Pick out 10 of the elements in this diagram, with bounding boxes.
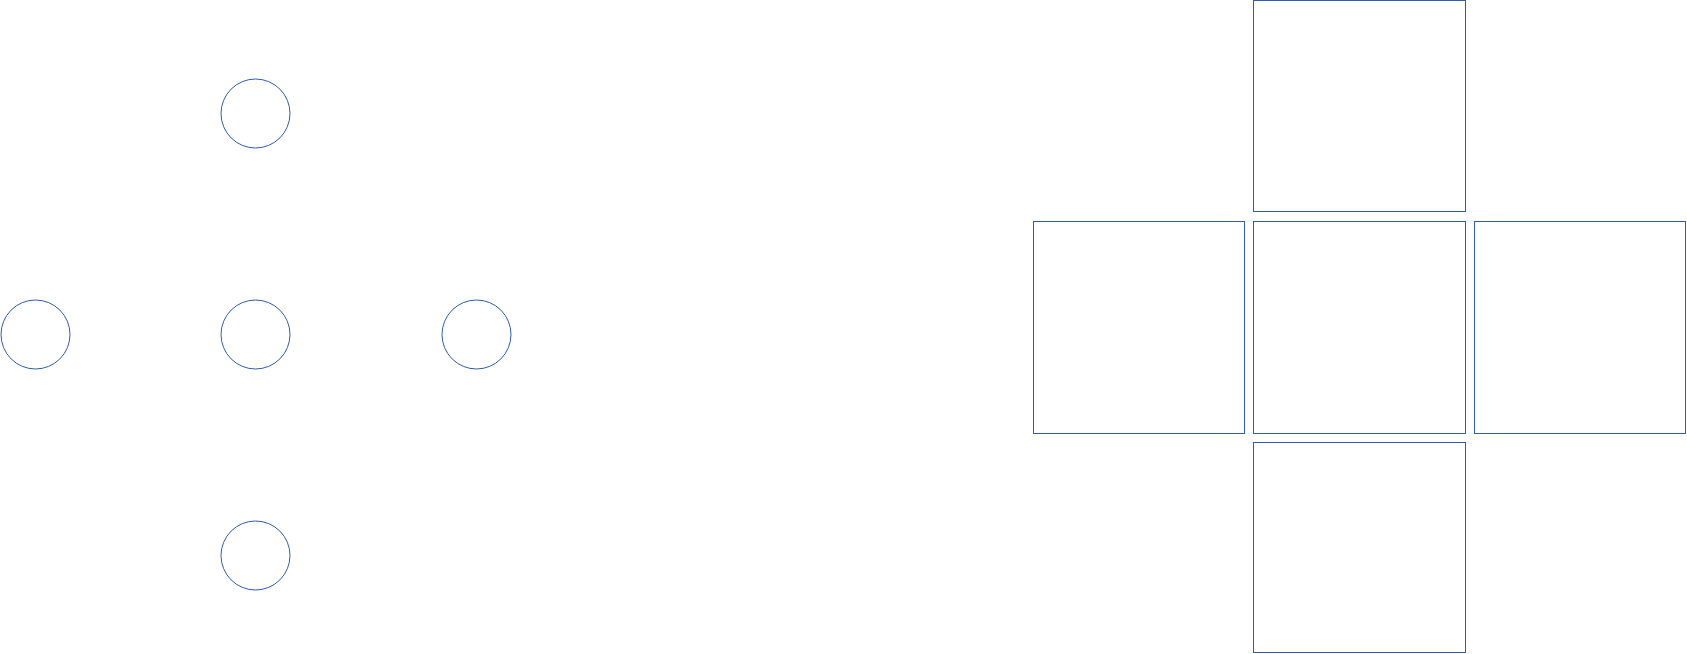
square-box: [1253, 221, 1466, 434]
circle-shape: [220, 299, 291, 370]
square-box: [1253, 0, 1466, 212]
square-box: [1474, 221, 1686, 434]
square-box: [1033, 221, 1245, 434]
square-box: [1253, 442, 1466, 653]
circle-shape: [441, 299, 512, 370]
circle-shape: [220, 520, 291, 591]
circle-shape: [0, 299, 71, 370]
circle-shape: [220, 78, 291, 149]
